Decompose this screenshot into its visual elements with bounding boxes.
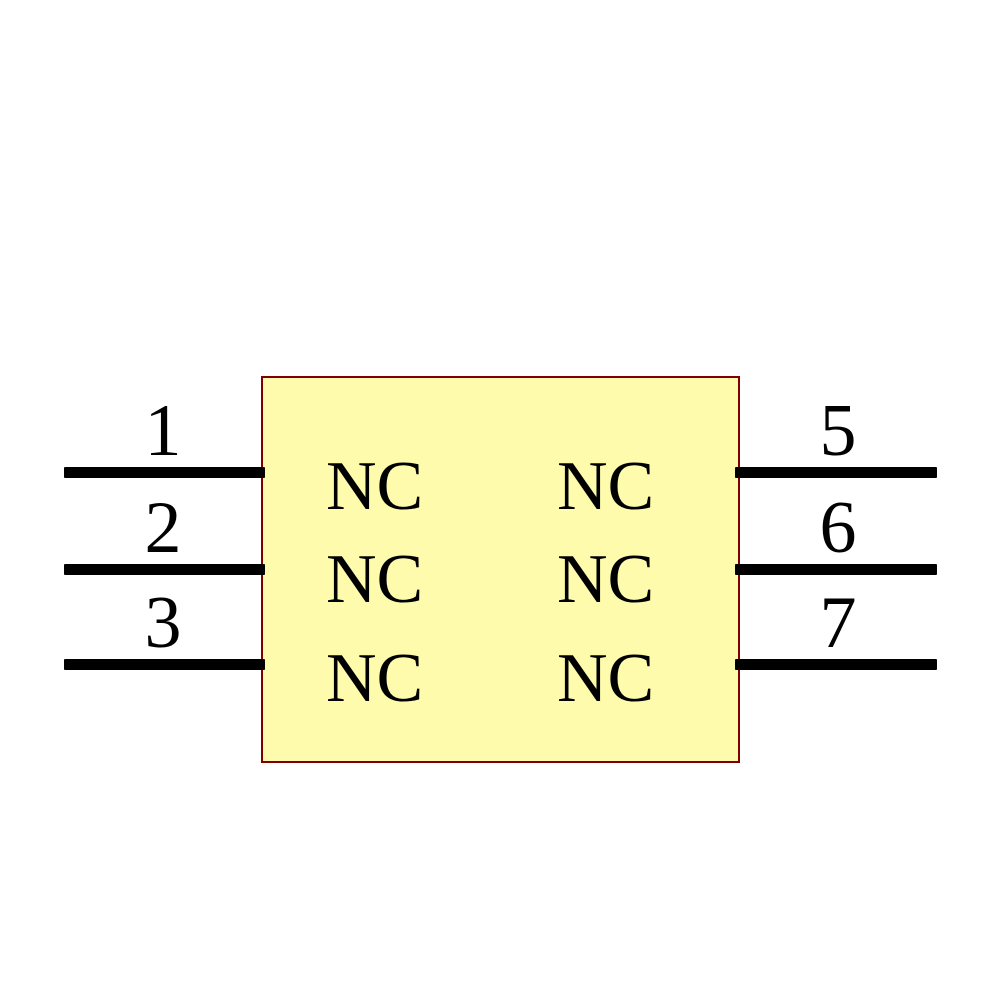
pin-number-right-6: 6: [819, 487, 857, 569]
pin-number-left-2: 2: [144, 487, 182, 569]
pin-label-left-3: NC: [326, 640, 424, 717]
pin-label-left-2: NC: [326, 541, 424, 618]
pin-wire-left-1[interactable]: [64, 467, 265, 478]
component-body[interactable]: [261, 376, 740, 763]
pin-label-right-6: NC: [557, 541, 655, 618]
pin-number-left-3: 3: [144, 582, 182, 664]
pin-label-right-7: NC: [557, 640, 655, 717]
pin-number-right-5: 5: [819, 390, 857, 472]
pin-wire-right-5[interactable]: [735, 467, 937, 478]
pin-number-left-1: 1: [144, 390, 182, 472]
pin-wire-right-7[interactable]: [735, 659, 937, 670]
pin-wire-right-6[interactable]: [735, 564, 937, 575]
pin-wire-left-2[interactable]: [64, 564, 265, 575]
pin-wire-left-3[interactable]: [64, 659, 265, 670]
pin-label-right-5: NC: [557, 448, 655, 525]
pin-label-left-1: NC: [326, 448, 424, 525]
pin-number-right-7: 7: [819, 582, 857, 664]
